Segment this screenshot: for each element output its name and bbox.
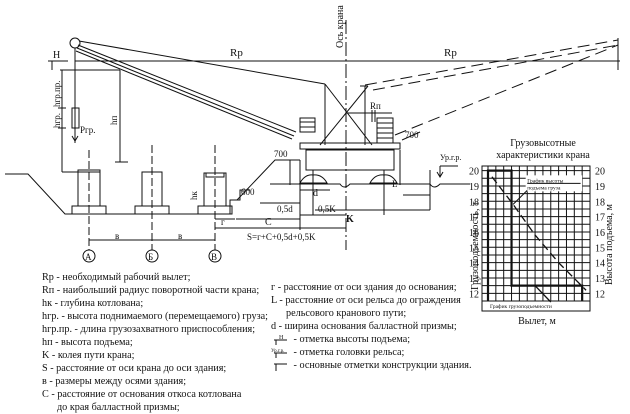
chart-series-line <box>491 176 587 291</box>
crane-boom <box>69 37 326 140</box>
chart-tick-label-right: 16 <box>595 228 605 239</box>
boom-alt-positions <box>364 39 619 136</box>
legend-item: d - ширина основания балластной призмы; <box>271 321 457 332</box>
label-hgr: hгр. <box>52 113 62 128</box>
chart-annotation-bg-2 <box>483 302 589 310</box>
chart-tick-label-left: 13 <box>469 274 479 285</box>
label-c: C <box>265 217 272 228</box>
building-mark-icon <box>274 363 287 372</box>
crane-tower <box>299 83 401 184</box>
chart-tick-label-left: 12 <box>469 289 479 300</box>
chart-tick-label-left: 16 <box>469 228 479 239</box>
label-rp-right: Rp <box>444 47 457 59</box>
chart-tick-label-left: 15 <box>469 243 479 254</box>
label-s-formula: S=г+C+0,5d+0,5K <box>247 232 316 242</box>
chart-tick-label-left: 14 <box>469 259 479 270</box>
axis-circle-a <box>82 249 96 263</box>
label-700-b: 700 <box>405 130 419 140</box>
svg-text:Ур.г.р.: Ур.г.р. <box>271 349 284 354</box>
legend-item: K - колея пути крана; <box>42 350 135 361</box>
chart-tick-label-left: 19 <box>469 182 479 193</box>
label-rn: Rп <box>370 101 381 111</box>
chart-tick-label-right: 15 <box>595 243 605 254</box>
chart-tick-label-left: 17 <box>469 213 479 224</box>
label-h: H <box>53 50 60 61</box>
label-pgr: Pгр. <box>80 125 95 135</box>
legend-item: hп - высота подъема; <box>42 337 133 348</box>
height-mark-icon: H <box>274 335 287 346</box>
chart-annotation-pointer-2 <box>534 285 552 303</box>
chart-ylabel-right: Высота подъема, м <box>604 203 615 285</box>
label-700-a: 700 <box>274 149 288 159</box>
legend-item: - основные отметки конструкции здания. <box>271 359 472 372</box>
label-rp-left: Rp <box>230 47 243 59</box>
legend-item: г - расстояние от оси здания до основани… <box>271 282 457 293</box>
label-crane-axis: Ось крана <box>335 5 346 48</box>
chart-tick-label-right: 18 <box>595 197 605 208</box>
label-hgr-pr: hгр.пр. <box>52 80 62 107</box>
axis-circle-v <box>208 249 222 263</box>
legend-item: Rp - необходимый рабочий вылет; <box>42 272 191 283</box>
label-half-k: 0,5K <box>318 204 336 214</box>
legend-item: до края балластной призмы; <box>57 402 180 413</box>
axis-circle-b <box>145 249 159 263</box>
chart-tick-label-left: 18 <box>469 197 479 208</box>
legend-right: г - расстояние от оси здания до основани… <box>271 281 472 372</box>
axis-label-a: А <box>85 252 92 262</box>
legend-item: hгр.пр. - длина грузозахватного приспосо… <box>42 324 256 335</box>
chart-tick-label-right: 17 <box>595 213 605 224</box>
label-rail-level: Ур.г.р. <box>440 153 461 162</box>
load-height-chart: Грузовысотные характеристики крана 12 13 1… <box>469 138 615 327</box>
label-b2: в <box>178 231 182 241</box>
chart-tick-label-left: 20 <box>469 167 479 178</box>
legend-item: S - расстояние от оси крана до оси здани… <box>42 363 227 374</box>
legend-item: Rп - наибольший радиус поворотной части … <box>42 285 260 296</box>
legend-item: C - расстояние от основания откоса котло… <box>42 389 242 400</box>
label-b1: в <box>115 231 119 241</box>
label-d: d <box>313 188 318 199</box>
label-600: 600 <box>241 187 255 197</box>
svg-text:H: H <box>279 335 284 341</box>
chart-tick-label-right: 13 <box>595 274 605 285</box>
chart-annotation-height: График высоты <box>527 177 563 184</box>
chart-annotation-pointer <box>512 189 528 205</box>
excavation-pit <box>5 159 280 215</box>
chart-series-line <box>486 169 584 301</box>
building-axes <box>88 145 216 250</box>
chart-title-line1: Грузовысотные <box>510 138 576 149</box>
chart-title-line2: характеристики крана <box>496 150 590 161</box>
legend-item: hк - глубина котлована; <box>42 298 144 309</box>
legend-item: L - расстояние от оси рельса до огражден… <box>271 295 461 306</box>
legend-item: H - отметка высоты подъема; <box>271 333 472 346</box>
legend-item: Ур.г.р. - отметка головки рельса; <box>271 347 405 359</box>
chart-tick-label-right: 19 <box>595 182 605 193</box>
chart-ylabel-left: Грузоподъемность, т <box>470 201 481 290</box>
ground-line-right <box>270 183 470 188</box>
chart-tick-label-right: 14 <box>595 259 605 270</box>
chart-xlabel: Вылет, м <box>518 316 556 327</box>
chart-tick-label-right: 20 <box>595 167 605 178</box>
legend-item: hгр. - высота поднимаемого (перемещаемог… <box>42 311 268 322</box>
label-l: L <box>392 179 398 189</box>
label-k: K <box>346 214 354 225</box>
chart-tick-label-right: 12 <box>595 289 605 300</box>
legend-left: Rp - необходимый рабочий вылет; Rп - наи… <box>42 271 268 414</box>
axis-label-v: В <box>211 252 217 262</box>
rail-level-mark-icon: Ур.г.р. <box>271 349 287 359</box>
chart-annotation-capacity: График грузоподъемности <box>490 303 552 310</box>
axis-label-b: Б <box>148 252 153 262</box>
chart-annotation-height-2: подъема груза <box>527 185 561 191</box>
label-hp: hп <box>109 116 119 126</box>
label-r: г <box>221 217 225 227</box>
label-half-d: 0,5d <box>277 204 293 214</box>
label-hk: hк <box>189 191 199 201</box>
legend-item: в - размеры между осями здания; <box>42 376 187 387</box>
legend-item: рельсового кранового пути; <box>286 308 407 319</box>
